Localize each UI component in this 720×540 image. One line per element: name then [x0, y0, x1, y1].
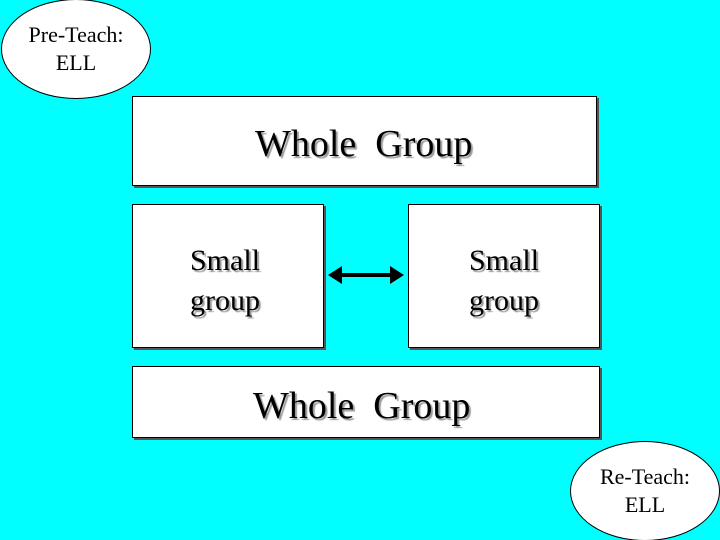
small-group-right-label: Small group — [469, 241, 539, 321]
whole-group-top-label: Whole Group — [255, 123, 473, 165]
small-group-left-box: Small group — [132, 204, 324, 348]
small-group-right-line2: group — [469, 284, 539, 317]
re-teach-oval: Re-Teach: ELL — [570, 441, 720, 540]
whole-group-bottom-box: Whole Group — [132, 366, 600, 438]
pre-teach-label: Pre-Teach: — [28, 22, 124, 47]
small-group-right-box: Small group — [408, 204, 600, 348]
small-group-right-line1: Small — [469, 244, 540, 277]
double-headed-arrow-icon — [328, 266, 404, 284]
re-teach-sublabel: ELL — [624, 492, 666, 517]
pre-teach-sublabel: ELL — [55, 50, 97, 75]
small-group-left-line2: group — [190, 284, 260, 317]
re-teach-label: Re-Teach: — [599, 464, 691, 489]
whole-group-bottom-label: Whole Group — [253, 385, 471, 427]
pre-teach-oval: Pre-Teach: ELL — [1, 0, 151, 99]
whole-group-top-box: Whole Group — [132, 96, 597, 186]
small-group-left-label: Small group — [190, 241, 260, 321]
small-group-left-line1: Small — [190, 244, 261, 277]
